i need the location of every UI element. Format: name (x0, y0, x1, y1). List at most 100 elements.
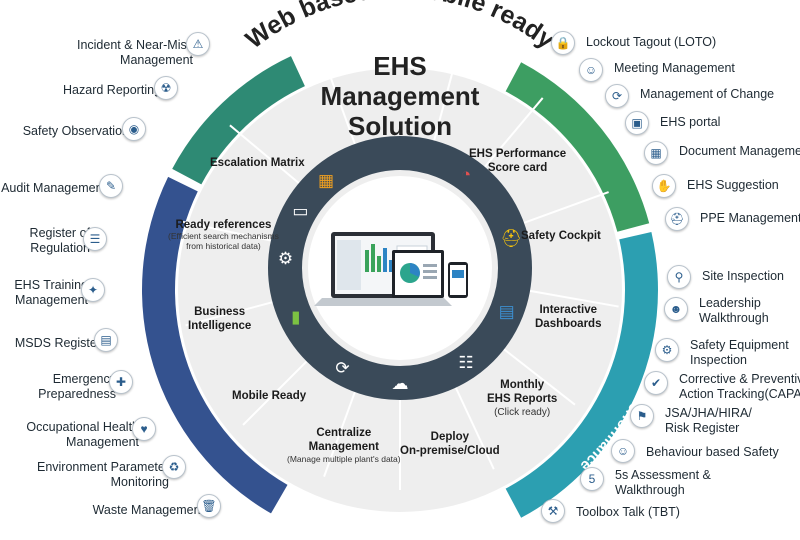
ring-icon-7: ▮ (291, 308, 300, 327)
segment-divider (503, 348, 576, 406)
audit-label: Audit Management (1, 181, 106, 195)
segment-divider (242, 360, 308, 426)
fives-label: 5s Assessment & Walkthrough (615, 468, 711, 497)
waste-icon: 🗑 (197, 494, 221, 518)
segment-centralize-management: Centralize Management (Manage multiple p… (287, 426, 401, 465)
behaviour-label: Behaviour based Safety (646, 445, 779, 459)
behaviour-icon: ☺ (611, 439, 635, 463)
risk-label: JSA/JHA/HIRA/ Risk Register (665, 406, 752, 435)
walkthrough-label: Leadership Walkthrough (699, 296, 769, 325)
ring-icon-4: ☷ (458, 353, 473, 372)
segment-divider (454, 387, 495, 470)
segment-divider (433, 53, 459, 141)
band-operational (505, 62, 650, 232)
segment-monthly-sub: (Click ready) (494, 406, 551, 418)
risk-icon: ⚑ (630, 404, 654, 428)
suggestion-icon: ✋ (652, 174, 676, 198)
segment-dividers (182, 53, 619, 490)
segment-ready-references-sub: (Efficient search mechanisms from histor… (168, 231, 279, 252)
segment-divider (323, 59, 356, 145)
segment-safety-cockpit: Safety Cockpit (521, 230, 601, 242)
ring-icon-6: ⟳ (335, 359, 349, 378)
ppe-label: PPE Management (700, 211, 800, 225)
equipment-icon: ⚙ (655, 338, 679, 362)
ring-icon-8: ⚙ (278, 249, 293, 268)
segment-mobile-ready: Mobile Ready (232, 390, 307, 402)
page-title: EHS Management Solution (300, 51, 500, 142)
ring-icon-3: ▤ (499, 302, 515, 321)
band-compliance (142, 176, 288, 514)
segment-divider (185, 301, 273, 327)
incident-icon: ⚠ (186, 32, 210, 56)
environment-label: Environment Parameter Monitoring (36, 460, 169, 489)
portal-icon: ▣ (625, 111, 649, 135)
emergency-icon: ✚ (109, 370, 133, 394)
emergency-label: Emergency Preparedness (38, 372, 116, 401)
observation-icon: ◉ (122, 117, 146, 141)
hazard-label: Hazard Reporting (63, 83, 161, 97)
ring-icon-1: ◔ (461, 165, 471, 184)
incident-label: Incident & Near-Miss Management (76, 38, 193, 67)
training-icon: ✦ (81, 278, 105, 302)
suggestion-label: EHS Suggestion (687, 178, 779, 192)
loto-label: Lockout Tagout (LOTO) (586, 35, 717, 49)
fives-icon: 5 (580, 467, 604, 491)
ppe-icon: ⛑ (665, 207, 689, 231)
segment-divider (229, 124, 300, 184)
segment-monthly-title: Monthly EHS Reports (487, 379, 558, 406)
ring-icon-5: ☁ (392, 374, 409, 393)
title-line-1: EHS (373, 51, 427, 81)
ring-icons: ▦◔⛑▤☷☁⟳▮⚙▭ (278, 165, 522, 393)
inspection-icon: ⚲ (667, 265, 691, 289)
audit-icon: ✎ (99, 174, 123, 198)
meeting-icon: ☺ (579, 58, 603, 82)
msds-label: MSDS Register (14, 336, 101, 350)
band-onfield (505, 231, 658, 518)
hazard-icon: ☢ (154, 76, 178, 100)
band-reporting (172, 56, 305, 185)
msds-icon: ▤ (94, 328, 118, 352)
segment-interactive-dashboards: Interactive Dashboards (535, 304, 602, 331)
segment-centralize-title: Centralize Management (308, 427, 379, 454)
toolbox-label: Toolbox Talk (TBT) (576, 505, 680, 519)
inspection-label: Site Inspection (702, 269, 784, 283)
training-label: EHS Training Management (14, 278, 88, 307)
environment-icon: ♻ (162, 455, 186, 479)
segment-divider (484, 97, 544, 168)
segment-ready-references-title: Ready references (175, 219, 272, 231)
segment-escalation-matrix: Escalation Matrix (210, 157, 305, 169)
segment-centralize-sub: (Manage multiple plant's data) (287, 453, 401, 464)
loto-icon: 🔒 (551, 31, 575, 55)
segment-divider (529, 289, 619, 308)
change-icon: ⟳ (605, 84, 629, 108)
segment-monthly-reports: Monthly EHS Reports (Click ready) (487, 378, 557, 418)
ring-icon-0: ▦ (318, 171, 334, 190)
outer-bands (142, 56, 658, 518)
segment-divider (323, 391, 356, 477)
segment-business-intelligence: Business Intelligence (188, 306, 252, 333)
title-line-3: Solution (348, 110, 452, 141)
title-line-2: Management (320, 80, 480, 111)
banner-text: Web based & Mobile ready (241, 0, 560, 54)
meeting-label: Meeting Management (614, 61, 735, 75)
icon-ring (268, 136, 532, 400)
ring-icon-9: ▭ (292, 202, 308, 221)
segment-deploy: Deploy On-premise/Cloud (400, 431, 500, 458)
capa-label: Corrective & Preventive Action Tracking(… (679, 372, 800, 401)
observation-label: Safety Observation (22, 124, 129, 138)
toolbox-icon: ⚒ (541, 499, 565, 523)
portal-label: EHS portal (660, 115, 721, 129)
segment-ready-references: Ready references (Efficient search mecha… (168, 218, 279, 252)
waste-label: Waste Management (92, 503, 204, 517)
change-label: Management of Change (640, 87, 775, 101)
document-icon: ▦ (644, 141, 668, 165)
document-label: Document Management (679, 144, 800, 158)
segment-divider (523, 191, 609, 224)
capa-icon: ✔ (644, 371, 668, 395)
register-icon: ☰ (83, 227, 107, 251)
walkthrough-icon: ☻ (664, 297, 688, 321)
segment-ehs-scorecard: EHS Performance Score card (469, 148, 567, 175)
laptop-illustration (314, 232, 468, 306)
